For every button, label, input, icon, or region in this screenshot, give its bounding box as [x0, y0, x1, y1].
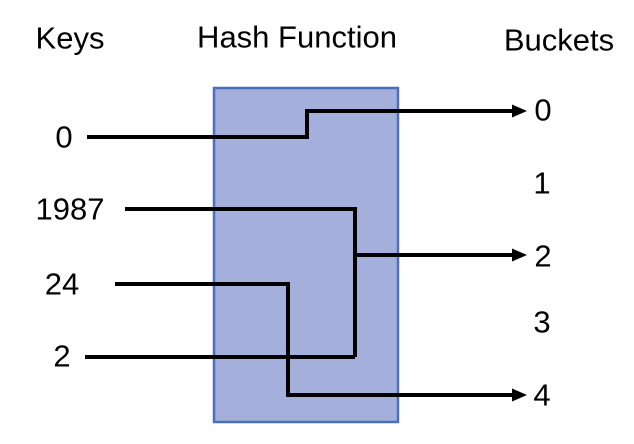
bucket-label-2: 2: [534, 238, 552, 274]
arrowhead-bucket-4-icon: [512, 388, 527, 402]
key-label-2: 2: [53, 338, 71, 374]
header-buckets: Buckets: [503, 22, 615, 58]
key-label-0: 0: [55, 119, 73, 155]
bucket-label-3: 3: [533, 304, 551, 340]
header-hash-function: Hash Function: [197, 19, 397, 55]
header-keys: Keys: [35, 20, 105, 56]
key-label-1987: 1987: [35, 191, 105, 227]
bucket-label-0: 0: [534, 92, 552, 128]
bucket-label-1: 1: [533, 165, 551, 201]
connector-key-0-to-bucket-0: [87, 109, 512, 139]
connector-key-24-to-bucket-4: [115, 282, 512, 397]
key-label-24: 24: [44, 266, 80, 302]
arrowhead-bucket-0-icon: [512, 104, 527, 118]
connector-key-1987: [125, 207, 357, 357]
bucket-label-4: 4: [533, 377, 551, 413]
arrowhead-bucket-2-icon: [512, 248, 527, 262]
